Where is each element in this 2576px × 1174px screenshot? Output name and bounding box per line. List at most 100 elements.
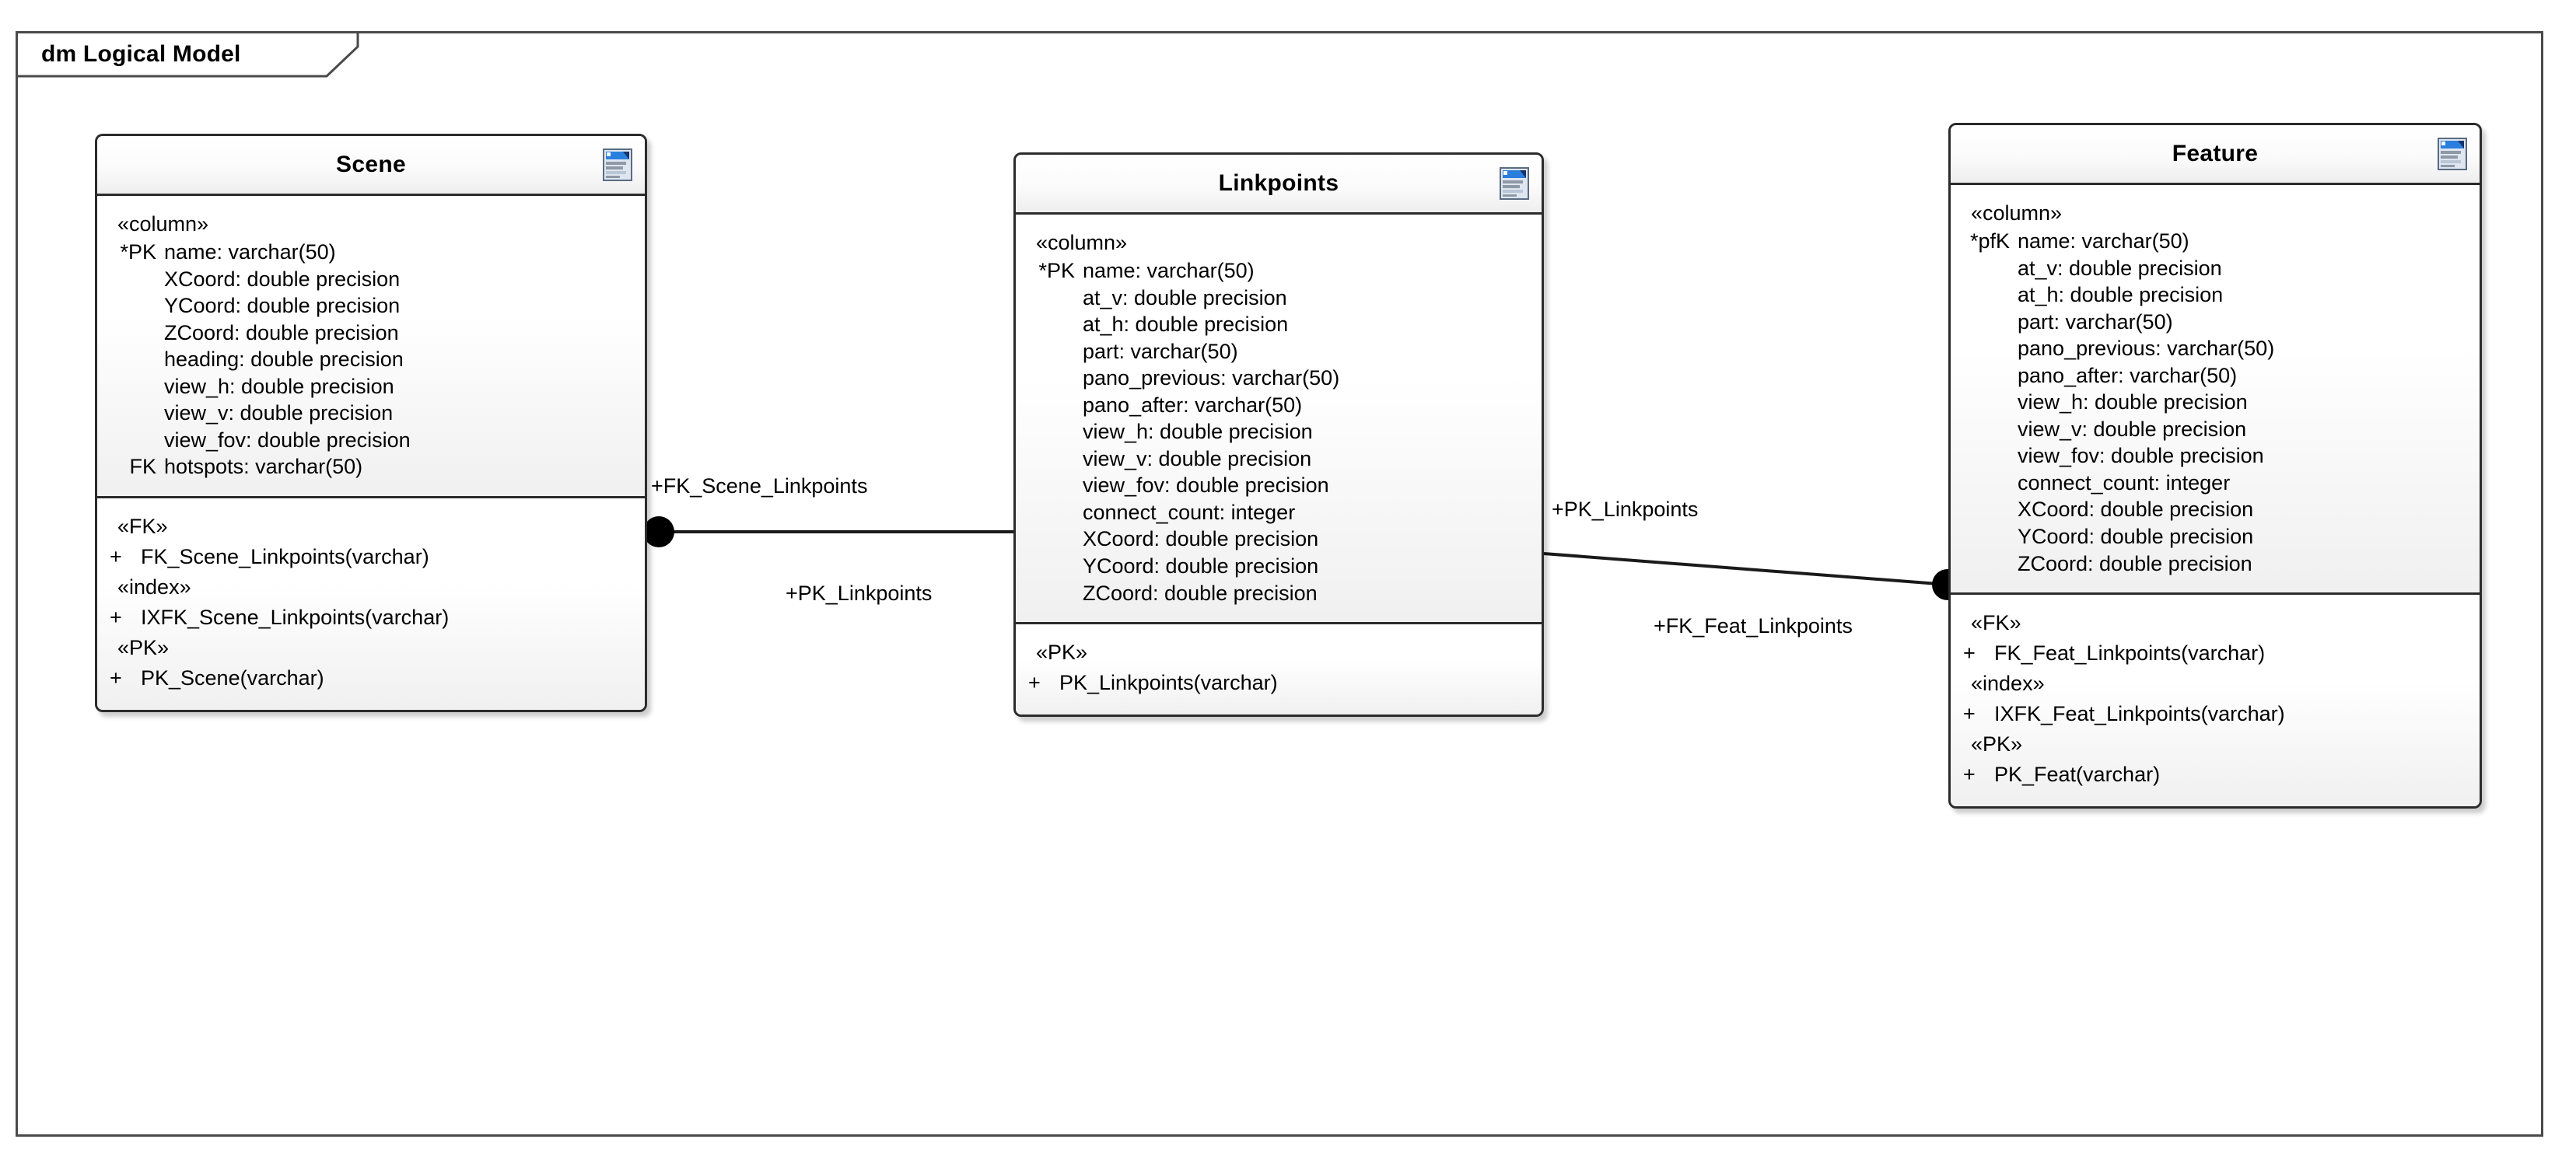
column-row: view_v: double precision [1016, 445, 1542, 473]
constraint-row: + IXFK_Scene_Linkpoints(varchar) [97, 602, 645, 634]
visibility-marker: + [1963, 641, 1976, 666]
column-name: pano_previous: varchar(50) [1083, 366, 1340, 390]
column-name: YCoord: double precision [164, 294, 401, 318]
column-name: name: varchar(50) [164, 240, 336, 264]
column-row: YCoord: double precision [1951, 523, 2480, 550]
visibility-marker: + [110, 606, 122, 630]
column-name: at_v: double precision [1083, 285, 1287, 309]
constraint-row: + PK_Scene(varchar) [97, 662, 645, 694]
column-row: part: varchar(50) [1016, 338, 1542, 365]
column-name: pano_previous: varchar(50) [2018, 337, 2275, 361]
assoc-label-fk-feat-linkpoints: +FK_Feat_Linkpoints [1654, 614, 1853, 638]
column-row: YCoord: double precision [97, 292, 645, 320]
stereotype-fk: «FK» [117, 514, 168, 538]
assoc-label-fk-scene-linkpoints: +FK_Scene_Linkpoints [651, 474, 868, 498]
entity-scene-header: Scene [97, 136, 645, 196]
column-row: FK hotspots: varchar(50) [97, 453, 645, 480]
stereotype-index: «index» [1971, 672, 2045, 696]
constraint-row: + PK_Linkpoints(varchar) [1016, 667, 1542, 699]
column-row: *PK name: varchar(50) [1016, 257, 1542, 285]
visibility-marker: + [110, 544, 122, 568]
column-name: view_v: double precision [1083, 446, 1312, 470]
entity-linkpoints-header: Linkpoints [1016, 155, 1542, 215]
column-row: heading: double precision [97, 346, 645, 373]
assoc-label-pk-linkpoints-left: +PK_Linkpoints [786, 582, 933, 605]
column-key: FK [129, 455, 156, 479]
column-name: ZCoord: double precision [1083, 581, 1318, 605]
column-name: part: varchar(50) [2018, 309, 2173, 334]
visibility-marker: + [1963, 763, 1976, 787]
column-name: heading: double precision [164, 348, 404, 372]
column-name: at_v: double precision [2018, 256, 2222, 280]
column-row: ZCoord: double precision [1016, 580, 1542, 607]
assoc-label-pk-linkpoints-right: +PK_Linkpoints [1552, 498, 1699, 521]
column-name: part: varchar(50) [1083, 339, 1238, 363]
column-row: pano_previous: varchar(50) [1016, 365, 1542, 392]
column-row: part: varchar(50) [1951, 309, 2480, 336]
constraint-name: PK_Feat(varchar) [1994, 763, 2161, 787]
column-name: XCoord: double precision [1083, 527, 1319, 551]
entity-feature-constraints: «FK» + FK_Feat_Linkpoints(varchar) «inde… [1951, 592, 2480, 807]
constraint-row: + FK_Feat_Linkpoints(varchar) [1951, 638, 2480, 669]
column-row: view_v: double precision [1951, 416, 2480, 443]
column-row: pano_after: varchar(50) [1016, 392, 1542, 419]
constraint-name: IXFK_Feat_Linkpoints(varchar) [1994, 702, 2285, 726]
column-name: pano_after: varchar(50) [1083, 393, 1303, 417]
constraint-name: PK_Scene(varchar) [141, 666, 324, 690]
entity-linkpoints-columns: «column» *PK name: varchar(50) at_v: dou… [1016, 215, 1542, 623]
column-row: view_fov: double precision [1016, 472, 1542, 499]
constraint-row: + IXFK_Feat_Linkpoints(varchar) [1951, 698, 2480, 730]
column-row: XCoord: double precision [1951, 496, 2480, 523]
column-row: view_h: double precision [1951, 389, 2480, 416]
column-row: connect_count: integer [1951, 470, 2480, 497]
column-name: hotspots: varchar(50) [164, 455, 363, 479]
column-key: *pfK [1969, 229, 2010, 253]
stereotype-column: «column» [1971, 201, 2063, 225]
stereotype-column: «column» [1036, 231, 1128, 254]
column-row: view_fov: double precision [97, 427, 645, 454]
column-name: connect_count: integer [1083, 500, 1296, 524]
column-row: view_h: double precision [1016, 418, 1542, 445]
column-row: view_v: double precision [97, 400, 645, 427]
column-name: name: varchar(50) [1083, 259, 1255, 282]
column-name: XCoord: double precision [164, 267, 401, 291]
entity-linkpoints[interactable]: Linkpoints «column» *PK name: varchar(50 [1013, 152, 1544, 718]
stereotype-pk: «PK» [1971, 732, 2023, 756]
constraint-row: + PK_Feat(varchar) [1951, 759, 2480, 791]
column-key: *PK [1038, 259, 1075, 282]
column-name: view_v: double precision [164, 401, 394, 425]
visibility-marker: + [1028, 671, 1041, 695]
column-name: at_h: double precision [2018, 283, 2224, 307]
column-row: view_h: double precision [97, 373, 645, 400]
entity-feature-columns: «column» *pfK name: varchar(50) at_v: do… [1951, 185, 2480, 593]
frame-tab: dm Logical Model [16, 31, 293, 75]
column-row: pano_previous: varchar(50) [1951, 335, 2480, 362]
entity-scene-title: Scene [336, 152, 406, 177]
entity-scene-constraints: «FK» + FK_Scene_Linkpoints(varchar) «ind… [97, 495, 645, 711]
column-row: XCoord: double precision [97, 266, 645, 293]
stereotype-pk: «PK» [117, 636, 170, 660]
column-name: connect_count: integer [2018, 470, 2231, 494]
stereotype-column: «column» [117, 212, 209, 236]
entity-scene[interactable]: Scene «column» *PK name: varchar(50) [95, 134, 647, 713]
constraint-row: + FK_Scene_Linkpoints(varchar) [97, 541, 645, 573]
table-entity-icon [603, 148, 632, 181]
entity-feature-header: Feature [1951, 125, 2480, 185]
stereotype-index: «index» [117, 575, 191, 599]
column-name: view_v: double precision [2018, 417, 2247, 441]
column-row: YCoord: double precision [1016, 553, 1542, 580]
column-row: *pfK name: varchar(50) [1951, 228, 2480, 255]
table-entity-icon [1500, 167, 1529, 200]
constraint-name: IXFK_Scene_Linkpoints(varchar) [141, 606, 450, 630]
entity-feature[interactable]: Feature «column» *pfK name: varchar(50) [1948, 123, 2482, 809]
column-name: name: varchar(50) [2018, 229, 2189, 253]
column-name: ZCoord: double precision [164, 320, 399, 344]
column-row: pano_after: varchar(50) [1951, 362, 2480, 390]
column-name: view_h: double precision [1083, 420, 1313, 444]
column-name: ZCoord: double precision [2018, 551, 2252, 575]
constraint-name: PK_Linkpoints(varchar) [1059, 671, 1278, 695]
entity-scene-columns: «column» *PK name: varchar(50) XCoord: d… [97, 196, 645, 496]
column-name: YCoord: double precision [2018, 525, 2254, 549]
column-name: XCoord: double precision [2018, 498, 2254, 522]
visibility-marker: + [1963, 702, 1976, 726]
